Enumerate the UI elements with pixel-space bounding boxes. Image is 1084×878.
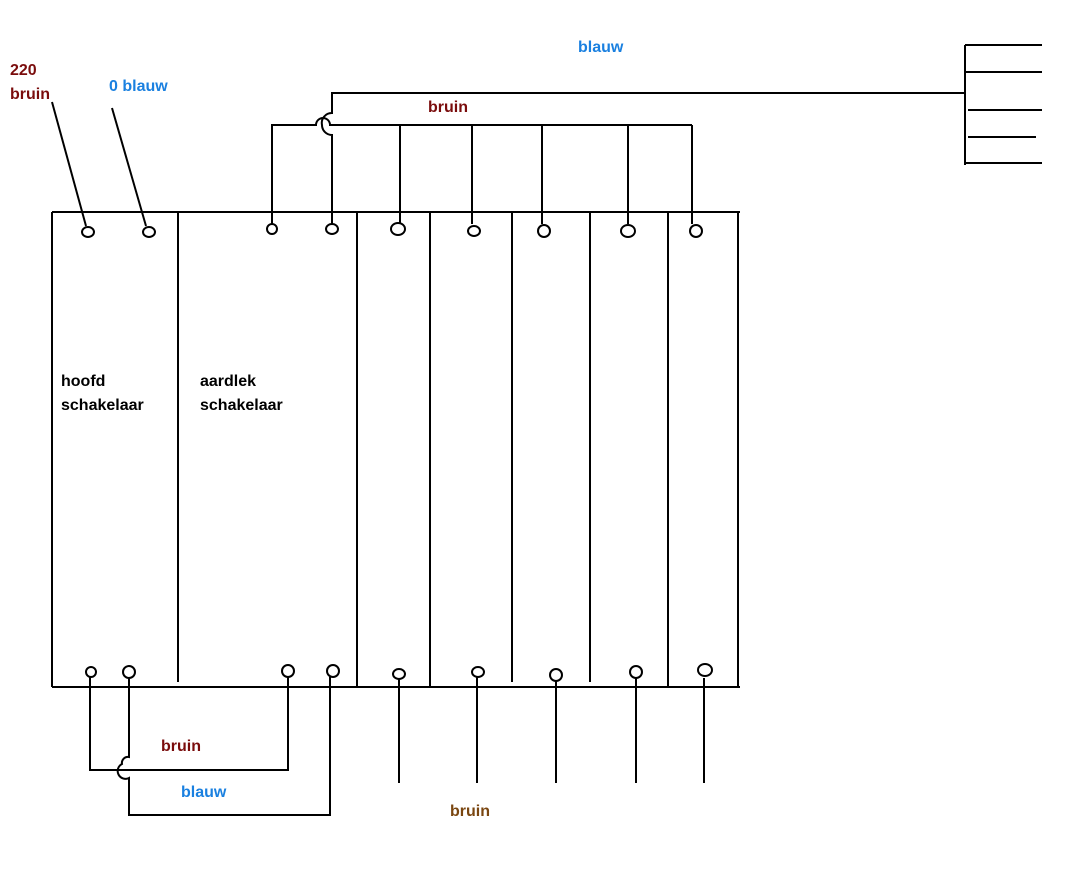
terminal-icon	[266, 223, 278, 235]
main-switch-label-line2: schakelaar	[61, 397, 144, 414]
terminal-icon	[325, 223, 339, 235]
bottom-live-label: bruin	[161, 738, 201, 755]
terminal-icon	[122, 665, 136, 679]
terminal-icon	[629, 665, 643, 679]
neutral-terminal-bar	[964, 44, 1042, 165]
terminal-icon	[326, 664, 340, 678]
outgoing-live-label: bruin	[450, 803, 490, 820]
top-live-bus	[271, 117, 693, 226]
terminal-icon	[142, 226, 156, 238]
terminal-icon	[392, 668, 406, 680]
top-neutral-wire	[320, 92, 965, 225]
supply-live-label: bruin	[10, 86, 50, 103]
rcd-label-line2: schakelaar	[200, 397, 283, 414]
terminal-icon	[467, 225, 481, 237]
terminal-icon	[620, 224, 636, 238]
top-neutral-label: blauw	[578, 39, 624, 56]
supply-neutral-wire	[111, 107, 147, 227]
terminal-icon	[85, 666, 97, 678]
terminal-icon	[281, 664, 295, 678]
rcd-label-line1: aardlek	[200, 373, 257, 390]
terminal-icon	[81, 226, 95, 238]
terminal-icon	[471, 666, 485, 678]
terminal-icon	[390, 222, 406, 236]
module-dividers	[177, 212, 739, 687]
terminal-icon	[689, 224, 703, 238]
bottom-live-link	[89, 677, 289, 771]
terminal-icon	[549, 668, 563, 682]
terminal-icon	[697, 663, 713, 677]
supply-neutral-label: 0 blauw	[109, 78, 168, 95]
bottom-neutral-label: blauw	[181, 784, 227, 801]
supply-voltage-label: 220	[10, 62, 37, 79]
terminal-screws	[81, 222, 713, 682]
top-live-label: bruin	[428, 99, 468, 116]
main-switch-label-line1: hoofd	[61, 373, 106, 390]
supply-live-wire	[51, 101, 87, 227]
outgoing-circuits	[398, 677, 705, 783]
terminal-icon	[537, 224, 551, 238]
bottom-neutral-link	[116, 677, 331, 816]
